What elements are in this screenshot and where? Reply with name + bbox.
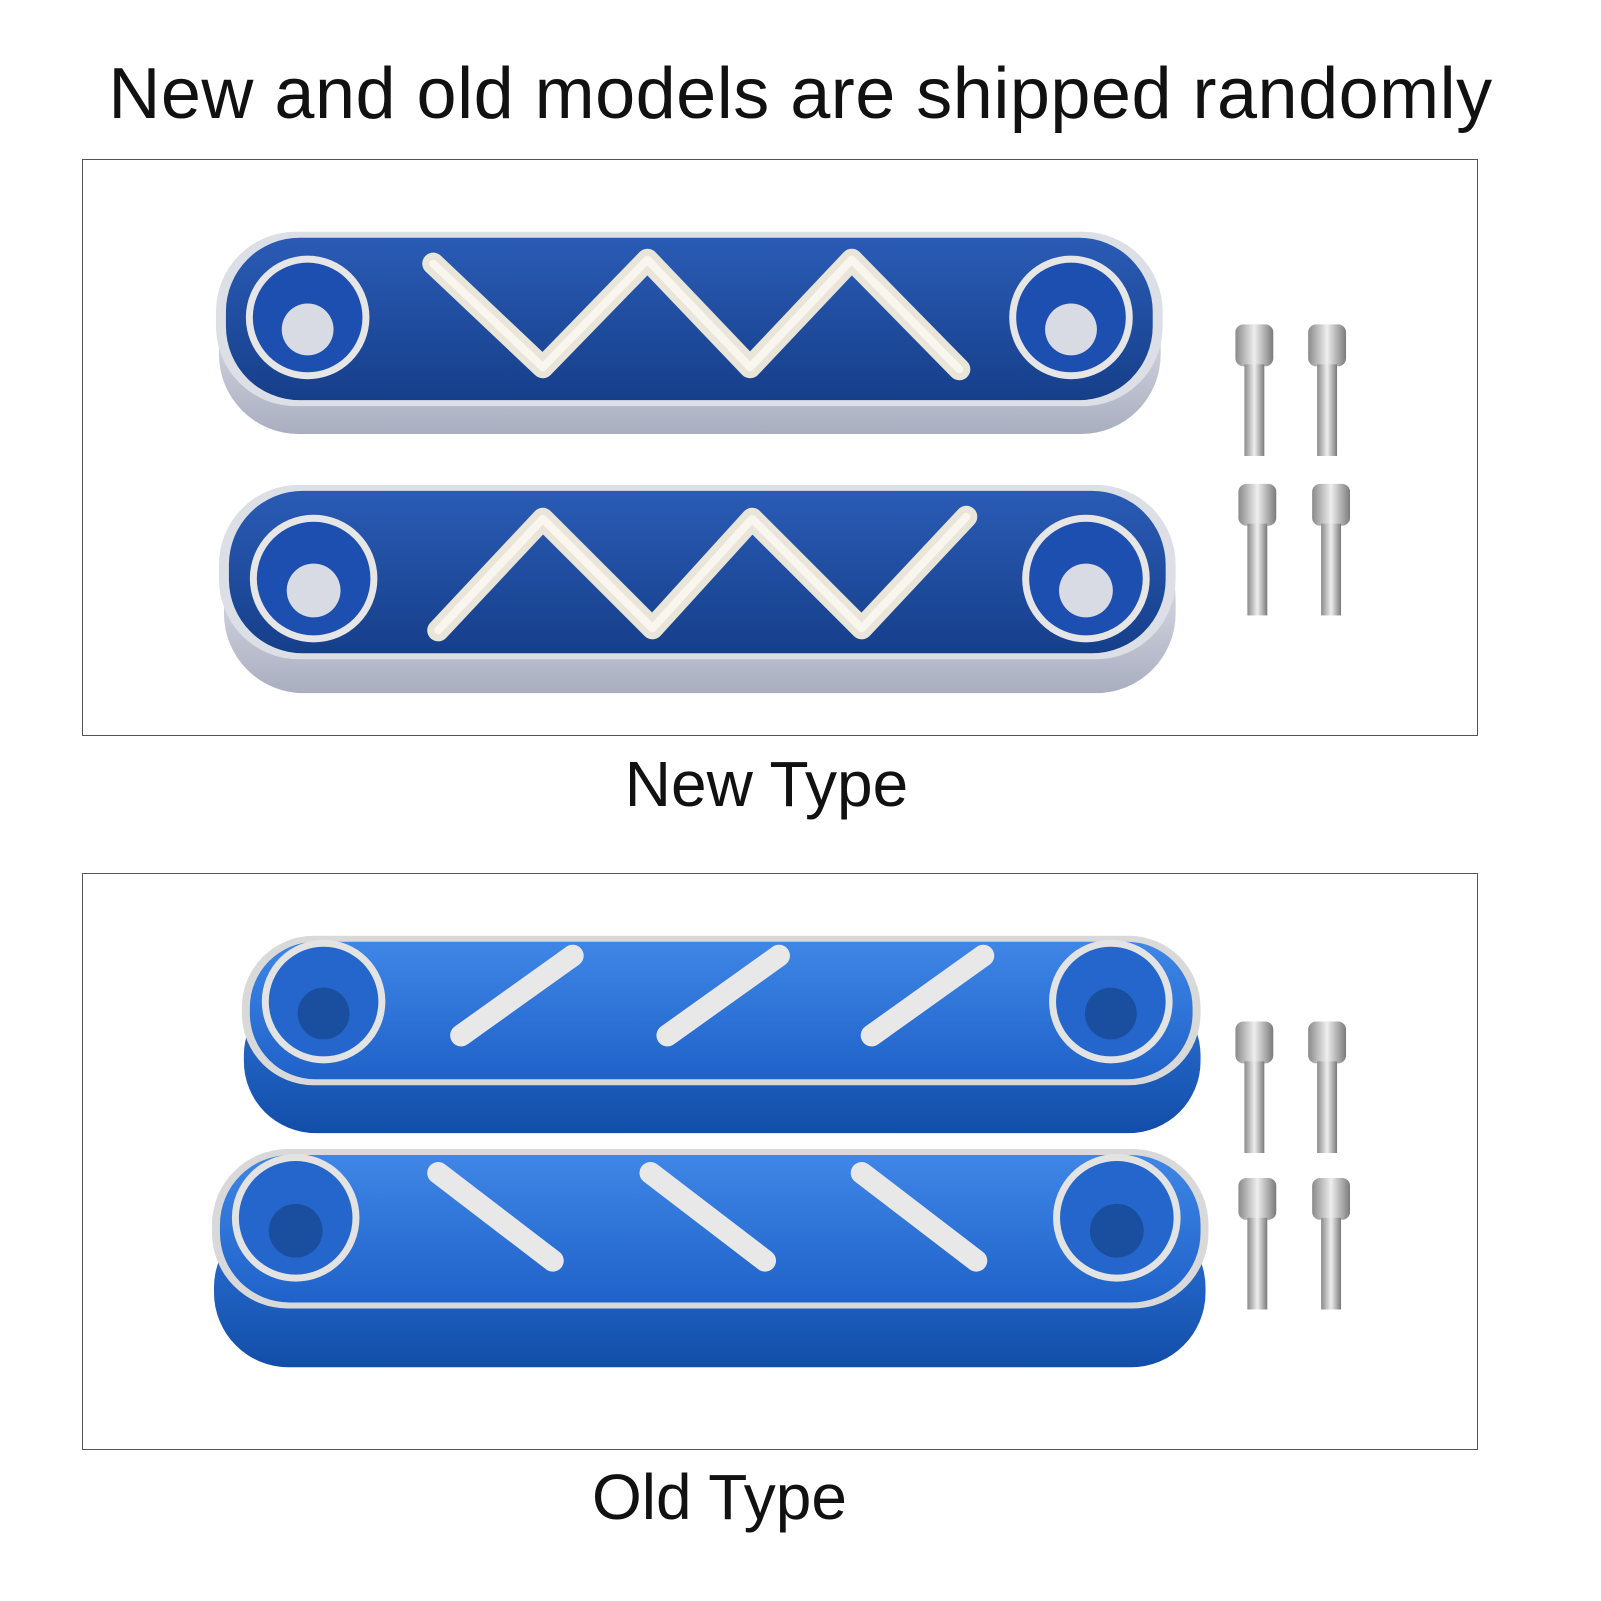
screw-icon [1238,483,1277,616]
screw-icon [1312,1177,1351,1310]
old-bracket-bottom [211,1149,1209,1368]
old-bracket-top [241,935,1201,1134]
new-type-product-image [215,231,1351,694]
headline: New and old models are shipped randomly [108,54,1493,134]
new-bracket-top [215,231,1163,435]
screw-icon [1308,324,1347,456]
new-bracket-bottom [218,484,1176,694]
screw-icon [1238,1177,1277,1310]
old-type-product-image [211,935,1351,1368]
new-type-panel [82,159,1478,736]
screw-icon [1235,324,1274,456]
screw-icon [1312,483,1351,616]
old-type-caption: Old Type [592,1461,847,1533]
new-screws [1235,324,1351,616]
new-type-caption: New Type [624,748,909,820]
screw-icon [1308,1021,1347,1154]
screw-icon [1235,1021,1274,1154]
old-screws [1235,1021,1351,1310]
old-type-panel [82,873,1478,1450]
